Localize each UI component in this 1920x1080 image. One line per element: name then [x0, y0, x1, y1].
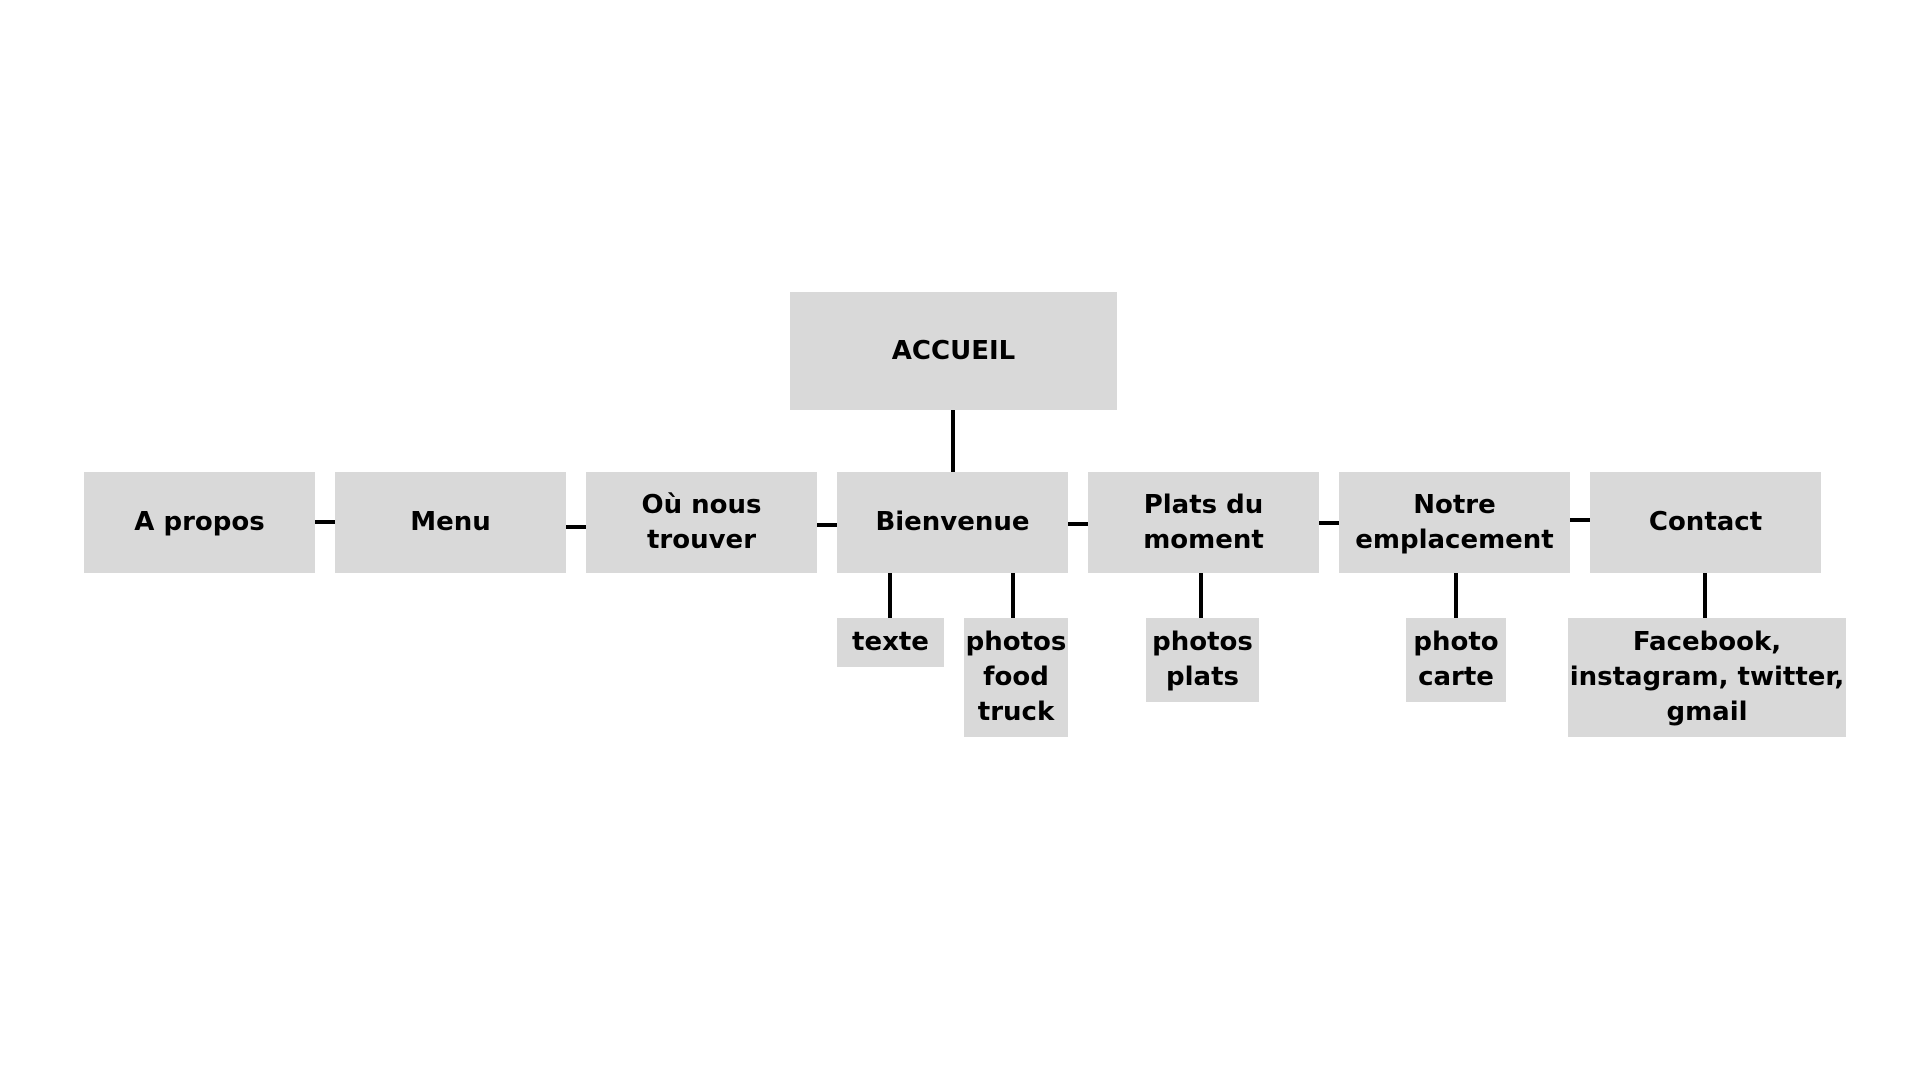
node-social-links-label: Facebook, instagram, twitter, gmail — [1569, 627, 1845, 727]
node-contact-label: Contact — [1648, 507, 1763, 537]
node-bienvenue: Bienvenue — [837, 472, 1068, 573]
node-menu-label: Menu — [410, 507, 491, 537]
connector-emplacement-photo-carte — [1454, 573, 1458, 618]
node-photo-carte: photo carte — [1406, 618, 1506, 702]
node-texte: texte — [837, 618, 944, 667]
node-notre-emplacement-label: Notre emplacement — [1355, 489, 1554, 555]
connector-contact-social — [1703, 573, 1707, 618]
connector-apropos-menu — [315, 520, 335, 524]
connector-emplacement-contact — [1570, 518, 1590, 522]
connector-bienvenue-plats — [1068, 522, 1088, 526]
node-texte-label: texte — [852, 627, 929, 657]
node-photos-food-truck: photos food truck — [964, 618, 1068, 737]
node-plats-du-moment: Plats du moment — [1088, 472, 1319, 573]
node-photos-plats: photos plats — [1146, 618, 1259, 702]
node-photo-carte-label: photo carte — [1413, 627, 1499, 692]
connector-ou-nous-trouver-bienvenue — [817, 523, 837, 527]
node-social-links: Facebook, instagram, twitter, gmail — [1568, 618, 1846, 737]
node-contact: Contact — [1590, 472, 1821, 573]
node-ou-nous-trouver-label: Où nous trouver — [641, 489, 762, 555]
node-a-propos: A propos — [84, 472, 315, 573]
node-notre-emplacement: Notre emplacement — [1339, 472, 1570, 573]
node-photos-food-truck-label: photos food truck — [965, 627, 1067, 727]
connector-bienvenue-texte — [888, 573, 892, 618]
connector-bienvenue-photos-food-truck — [1011, 573, 1015, 618]
node-photos-plats-label: photos plats — [1152, 627, 1253, 692]
connector-menu-ou-nous-trouver — [566, 525, 586, 529]
node-accueil-label: ACCUEIL — [891, 335, 1016, 366]
node-ou-nous-trouver: Où nous trouver — [586, 472, 817, 573]
node-bienvenue-label: Bienvenue — [875, 507, 1030, 537]
node-a-propos-label: A propos — [134, 507, 265, 537]
node-menu: Menu — [335, 472, 566, 573]
node-accueil: ACCUEIL — [790, 292, 1117, 410]
connector-plats-emplacement — [1319, 521, 1339, 525]
connector-accueil-bienvenue — [951, 410, 955, 472]
node-plats-du-moment-label: Plats du moment — [1143, 489, 1264, 555]
connector-plats-photos-plats — [1199, 573, 1203, 618]
